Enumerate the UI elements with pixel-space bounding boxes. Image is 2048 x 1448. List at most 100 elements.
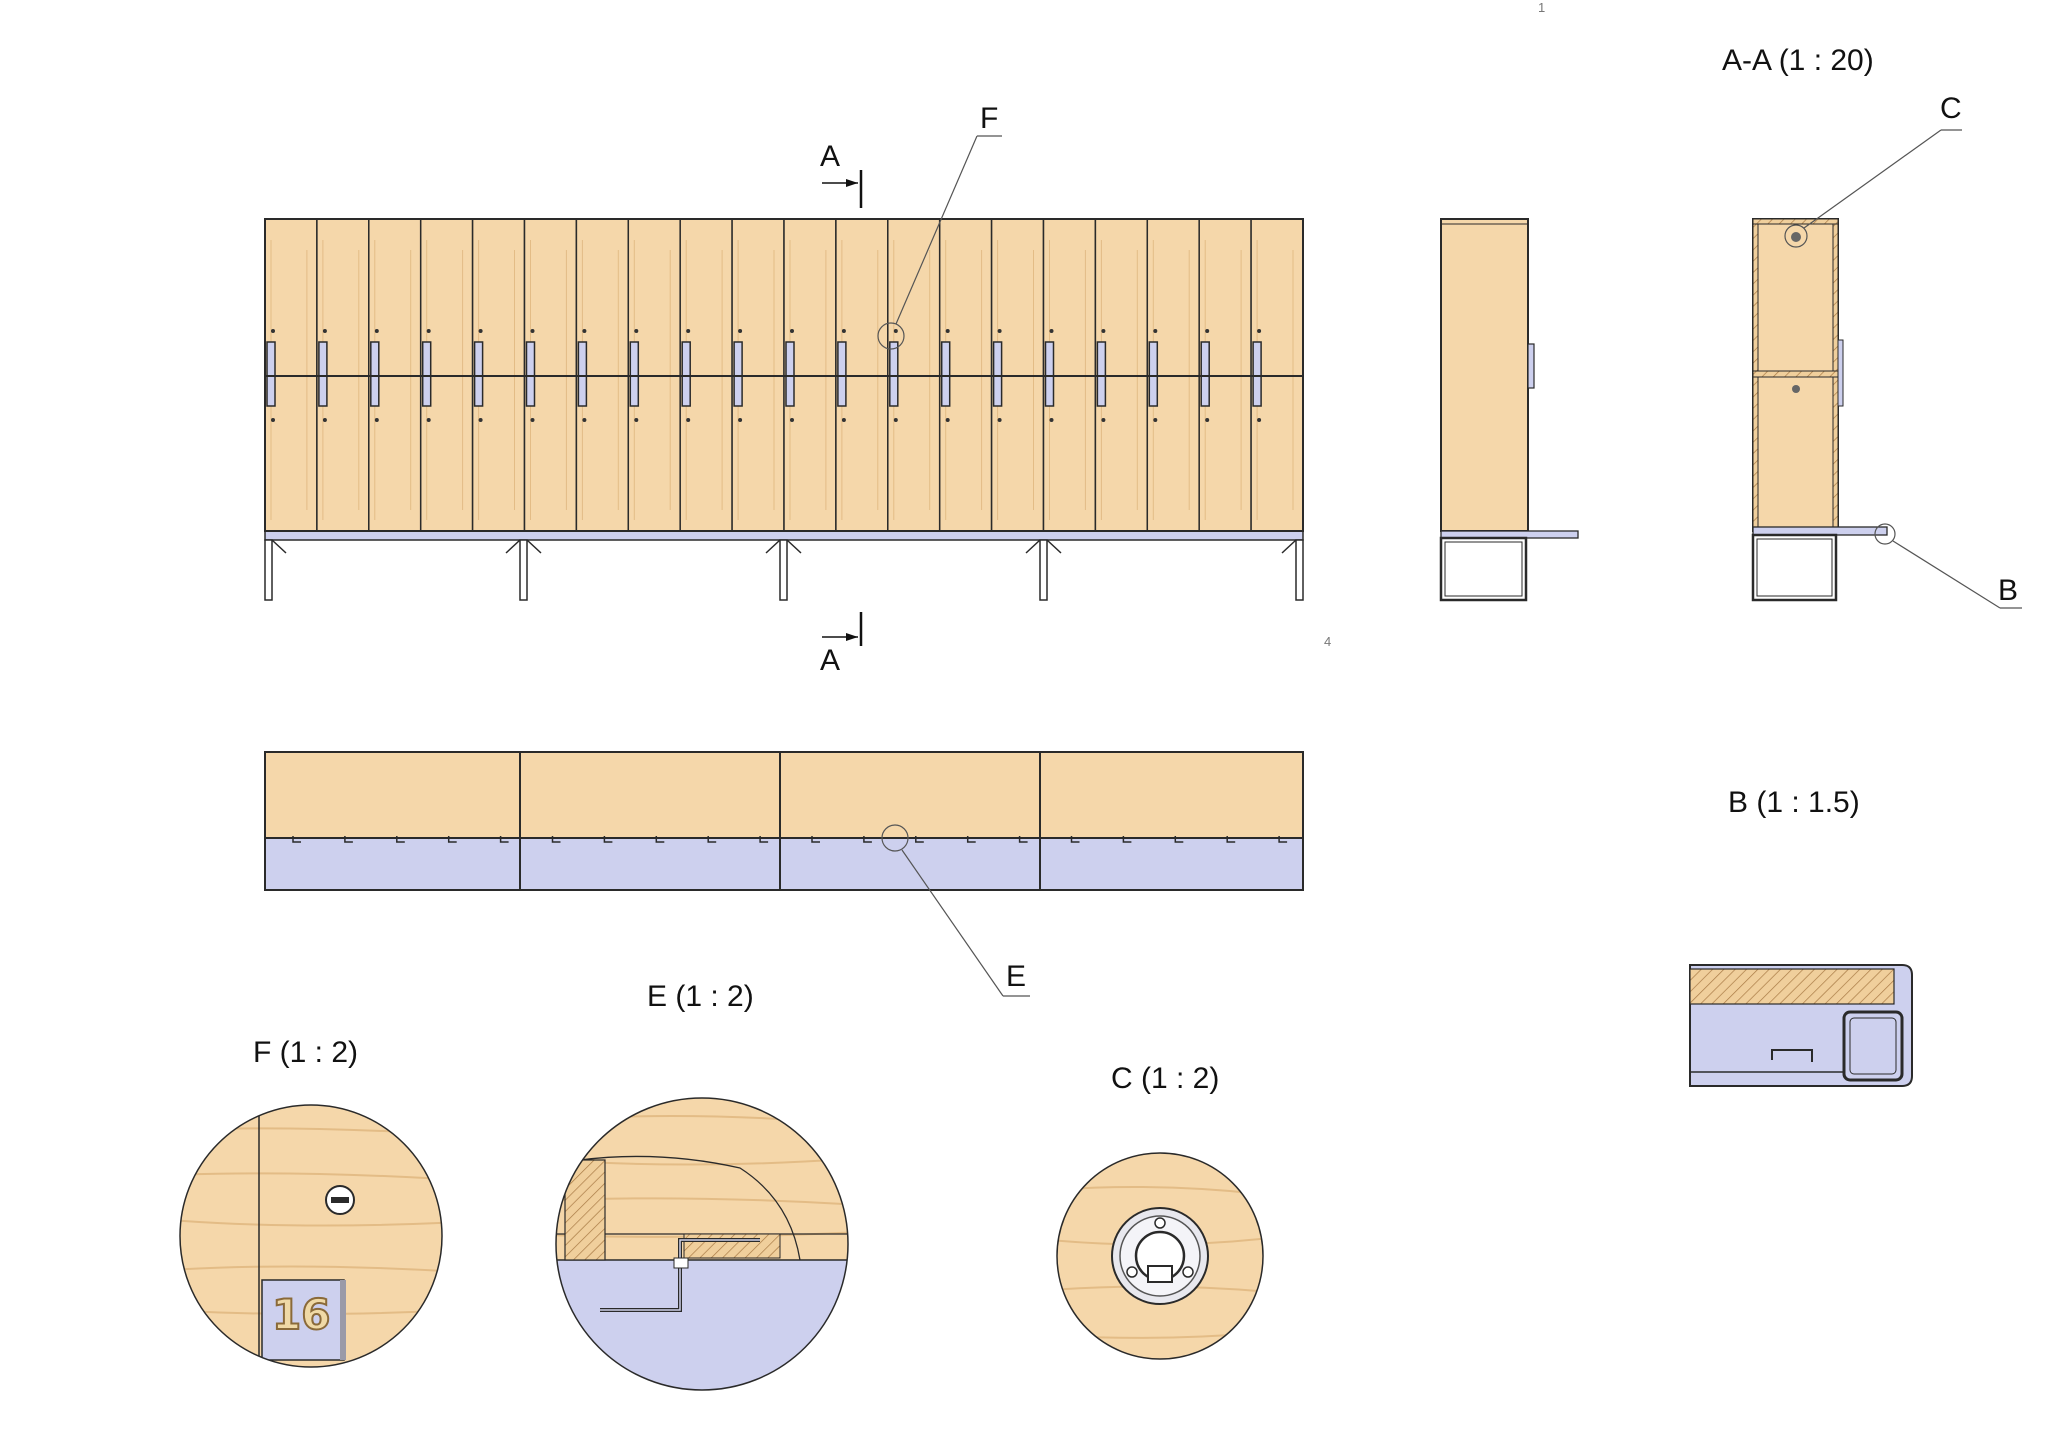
hook-mark — [1278, 836, 1288, 843]
detail-f-view — [179, 1104, 443, 1368]
door-handle — [1044, 341, 1055, 407]
hook-mark — [759, 836, 769, 843]
detail-e-title: E (1 : 2) — [647, 980, 754, 1013]
lock-dot — [1153, 418, 1158, 422]
door-handle — [266, 341, 276, 407]
door-handle — [992, 341, 1003, 407]
top-view-hooks — [292, 836, 1288, 843]
lock-dot — [271, 329, 275, 333]
lock-dot — [530, 418, 535, 422]
top-view-dividers — [519, 752, 1041, 890]
hook-mark — [966, 836, 976, 843]
hook-mark — [1122, 836, 1132, 843]
lock-dot — [271, 418, 275, 422]
door-handle — [525, 341, 536, 407]
lock-dot — [1101, 418, 1106, 422]
detail-c-view — [1056, 1152, 1264, 1360]
door-handle — [577, 341, 588, 407]
door-handle — [421, 341, 432, 407]
lock-dot — [841, 329, 846, 333]
lock-dot — [1049, 329, 1054, 333]
lock-dot — [634, 329, 639, 333]
bench-leg — [1281, 539, 1304, 601]
bench-leg — [505, 539, 542, 601]
detail-callout-b: B — [1998, 574, 2019, 607]
door-handle — [629, 341, 640, 407]
detail-f-title: F (1 : 2) — [253, 1036, 359, 1069]
lock-dot — [997, 418, 1002, 422]
bench-leg — [264, 539, 287, 601]
hook-mark — [499, 836, 509, 843]
lock-dot — [997, 329, 1002, 333]
hook-mark — [1018, 836, 1028, 843]
detail-f-leader — [877, 135, 1002, 350]
lock-dot — [893, 329, 898, 333]
lock-dot — [426, 329, 431, 333]
lock-dot — [478, 329, 483, 333]
bench-leg — [1025, 539, 1062, 601]
door-handle — [1200, 341, 1210, 407]
page-number-mid: 4 — [1324, 634, 1332, 649]
lock-dot — [1257, 418, 1262, 422]
front-elevation — [264, 218, 1304, 601]
lock-dot — [790, 329, 794, 333]
detail-b-title: B (1 : 1.5) — [1728, 786, 1860, 819]
hook-mark — [1070, 836, 1080, 843]
lock-dot — [1205, 418, 1210, 422]
lock-dot — [1101, 329, 1106, 333]
door-handle — [1096, 341, 1107, 407]
bench-legs — [264, 539, 1304, 601]
lock-dot — [322, 418, 327, 422]
lock-dot — [945, 329, 950, 333]
hook-mark — [292, 836, 301, 843]
door-handle — [733, 341, 743, 407]
door-handle — [1252, 341, 1262, 407]
lock-dot — [686, 418, 691, 422]
hook-mark — [396, 836, 405, 843]
lock-dot — [738, 418, 743, 422]
hook-mark — [811, 836, 820, 843]
door-handle — [370, 341, 380, 407]
lock-dot — [893, 418, 898, 422]
lock-dot — [582, 329, 587, 333]
lock-dot — [1153, 329, 1158, 333]
lock-dot — [738, 329, 743, 333]
cabinet-outline — [264, 218, 1304, 532]
side-view — [1439, 218, 1579, 602]
lock-dot — [426, 418, 431, 422]
lock-dot — [374, 329, 379, 333]
lock-dot — [322, 329, 327, 333]
detail-b-view — [1689, 964, 1913, 1087]
hook-mark — [447, 836, 457, 843]
bench-leg — [765, 539, 802, 601]
top-view — [264, 751, 1304, 997]
lock-dot — [1049, 418, 1054, 422]
door-handle — [681, 341, 691, 407]
hook-mark — [551, 836, 561, 843]
lock-dot — [945, 418, 950, 422]
locker-number-plate: 16 — [271, 1289, 331, 1340]
lock-dot — [374, 418, 379, 422]
hook-mark — [655, 836, 665, 843]
hook-mark — [1226, 836, 1236, 843]
door-handle — [473, 341, 484, 407]
section-marker-bottom — [822, 612, 863, 646]
section-callout-bottom: A — [820, 644, 841, 677]
lock-dot — [790, 418, 794, 422]
detail-callout-c: C — [1940, 92, 1962, 125]
section-callout-top: A — [820, 140, 841, 173]
lock-dot — [634, 418, 639, 422]
detail-callout-e: E — [1006, 960, 1027, 993]
lock-dot — [582, 418, 587, 422]
hook-mark — [915, 836, 924, 843]
lock-dot — [686, 329, 691, 333]
door-handle — [318, 341, 328, 407]
detail-callout-f: F — [980, 102, 999, 135]
door-handle — [837, 341, 847, 407]
page-number-top: 1 — [1538, 0, 1546, 15]
detail-e-view — [555, 1097, 849, 1391]
door-handle — [785, 341, 795, 407]
bench-top — [264, 530, 1304, 541]
section-aa-title: A-A (1 : 20) — [1722, 44, 1874, 77]
